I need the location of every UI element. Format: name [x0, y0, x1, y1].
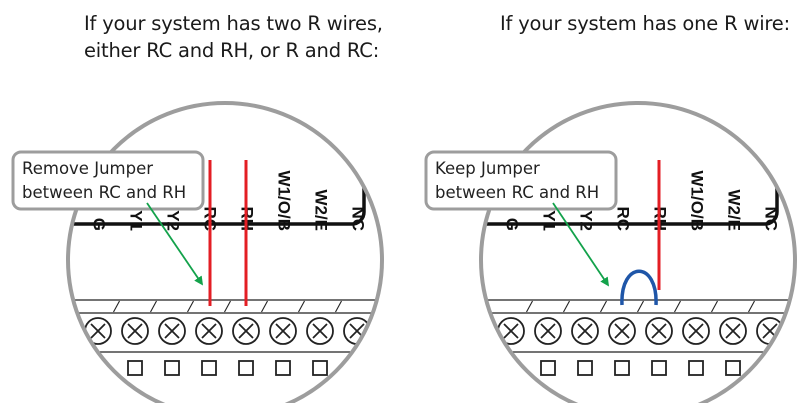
left-terminal-square-y1 [127, 360, 143, 376]
left-heading: If your system has two R wires, either R… [84, 10, 383, 64]
right-screw-y1 [534, 317, 562, 345]
right-screw-g [497, 317, 525, 345]
left-terminal-square-y2 [164, 360, 180, 376]
right-terminal-square-w2-e [725, 360, 741, 376]
right-jumper [620, 269, 658, 306]
left-terminal-labels: GY1Y2RCRHW1/O/BW2/ENC [90, 171, 368, 231]
left-terminal-square-rc [201, 360, 217, 376]
left-screw-y2 [158, 317, 186, 345]
left-terminal-square-rh [238, 360, 254, 376]
left-screw-y1 [121, 317, 149, 345]
right-screw-w1-o-b [682, 317, 710, 345]
right-terminal-label-g: G [503, 218, 522, 231]
right-callout-line2: between RC and RH [435, 183, 599, 202]
right-strip-tick [637, 300, 644, 313]
right-strip-tick [563, 300, 570, 313]
left-screw-rh [232, 317, 260, 345]
left-screw-g [84, 317, 112, 345]
right-terminal-square-rh [651, 360, 667, 376]
right-strip-tick [526, 300, 533, 313]
left-panel: GY1Y2RCRHW1/O/BW2/ENC Remove Jumper betw… [11, 101, 384, 403]
left-screw-w2-e [306, 317, 334, 345]
right-zoom-circle [479, 101, 797, 403]
right-terminal-label-y2: Y2 [577, 210, 596, 231]
left-strip-tick [298, 300, 305, 313]
right-callout-line1: Keep Jumper [435, 159, 540, 178]
left-screw-rc [195, 317, 223, 345]
left-strip-tick [113, 300, 120, 313]
left-strip-tick [150, 300, 157, 313]
right-callout-arrow [552, 202, 610, 287]
left-callout-line2: between RC and RH [22, 183, 186, 202]
left-callout-arrow [146, 202, 204, 286]
left-terminal-label-w1-o-b: W1/O/B [275, 171, 294, 231]
left-terminal-square-nc [349, 360, 365, 376]
left-terminal-label-nc: NC [349, 206, 368, 231]
left-callout-line1: Remove Jumper [22, 159, 153, 178]
right-terminal-labels: GY1Y2RCRHW1/O/BW2/ENC [503, 171, 781, 231]
left-terminal-label-g: G [90, 218, 109, 231]
left-screw-w1-o-b [269, 317, 297, 345]
right-heading: If your system has one R wire: [500, 12, 790, 35]
left-strip-tick [187, 300, 194, 313]
right-screw-w2-e [719, 317, 747, 345]
left-terminal-square-g [90, 360, 106, 376]
right-terminal-label-y1: Y1 [540, 210, 559, 231]
right-terminal-label-w1-o-b: W1/O/B [688, 171, 707, 231]
left-terminal-square-w2-e [312, 360, 328, 376]
left-screw-row [84, 317, 371, 345]
right-terminal-square-y2 [577, 360, 593, 376]
left-strip-tick [224, 300, 231, 313]
left-terminal-label-y1: Y1 [127, 210, 146, 231]
right-screw-rc [608, 317, 636, 345]
right-screw-y2 [571, 317, 599, 345]
right-panel: GY1Y2RCRHW1/O/BW2/ENC Keep Jumper betwee… [424, 101, 797, 403]
right-screw-row [497, 317, 784, 345]
right-callout-box [424, 150, 618, 211]
left-square-row [90, 360, 365, 376]
right-terminal-label-rc: RC [614, 206, 633, 231]
right-strip-tick [748, 300, 755, 313]
right-square-row [503, 360, 778, 376]
left-terminal-label-y2: Y2 [164, 210, 183, 231]
right-terminal-square-nc [762, 360, 778, 376]
left-terminal-square-w1-o-b [275, 360, 291, 376]
right-terminal-square-w1-o-b [688, 360, 704, 376]
right-strip-ticks [526, 300, 792, 313]
right-terminal-square-g [503, 360, 519, 376]
right-screw-rh [645, 317, 673, 345]
right-terminal-label-nc: NC [762, 206, 781, 231]
left-zoom-circle [66, 101, 384, 403]
right-strip-tick [674, 300, 681, 313]
right-strip-tick [600, 300, 607, 313]
left-strip-tick [261, 300, 268, 313]
right-terminal-square-y1 [540, 360, 556, 376]
left-heading-line2: either RC and RH, or R and RC: [84, 39, 380, 62]
left-terminal-label-w2-e: W2/E [312, 189, 331, 231]
left-strip-tick [335, 300, 342, 313]
left-callout-box [11, 150, 205, 211]
left-heading-line1: If your system has two R wires, [84, 12, 383, 35]
right-terminal-square-rc [614, 360, 630, 376]
right-strip-tick [711, 300, 718, 313]
right-terminal-label-w2-e: W2/E [725, 189, 744, 231]
